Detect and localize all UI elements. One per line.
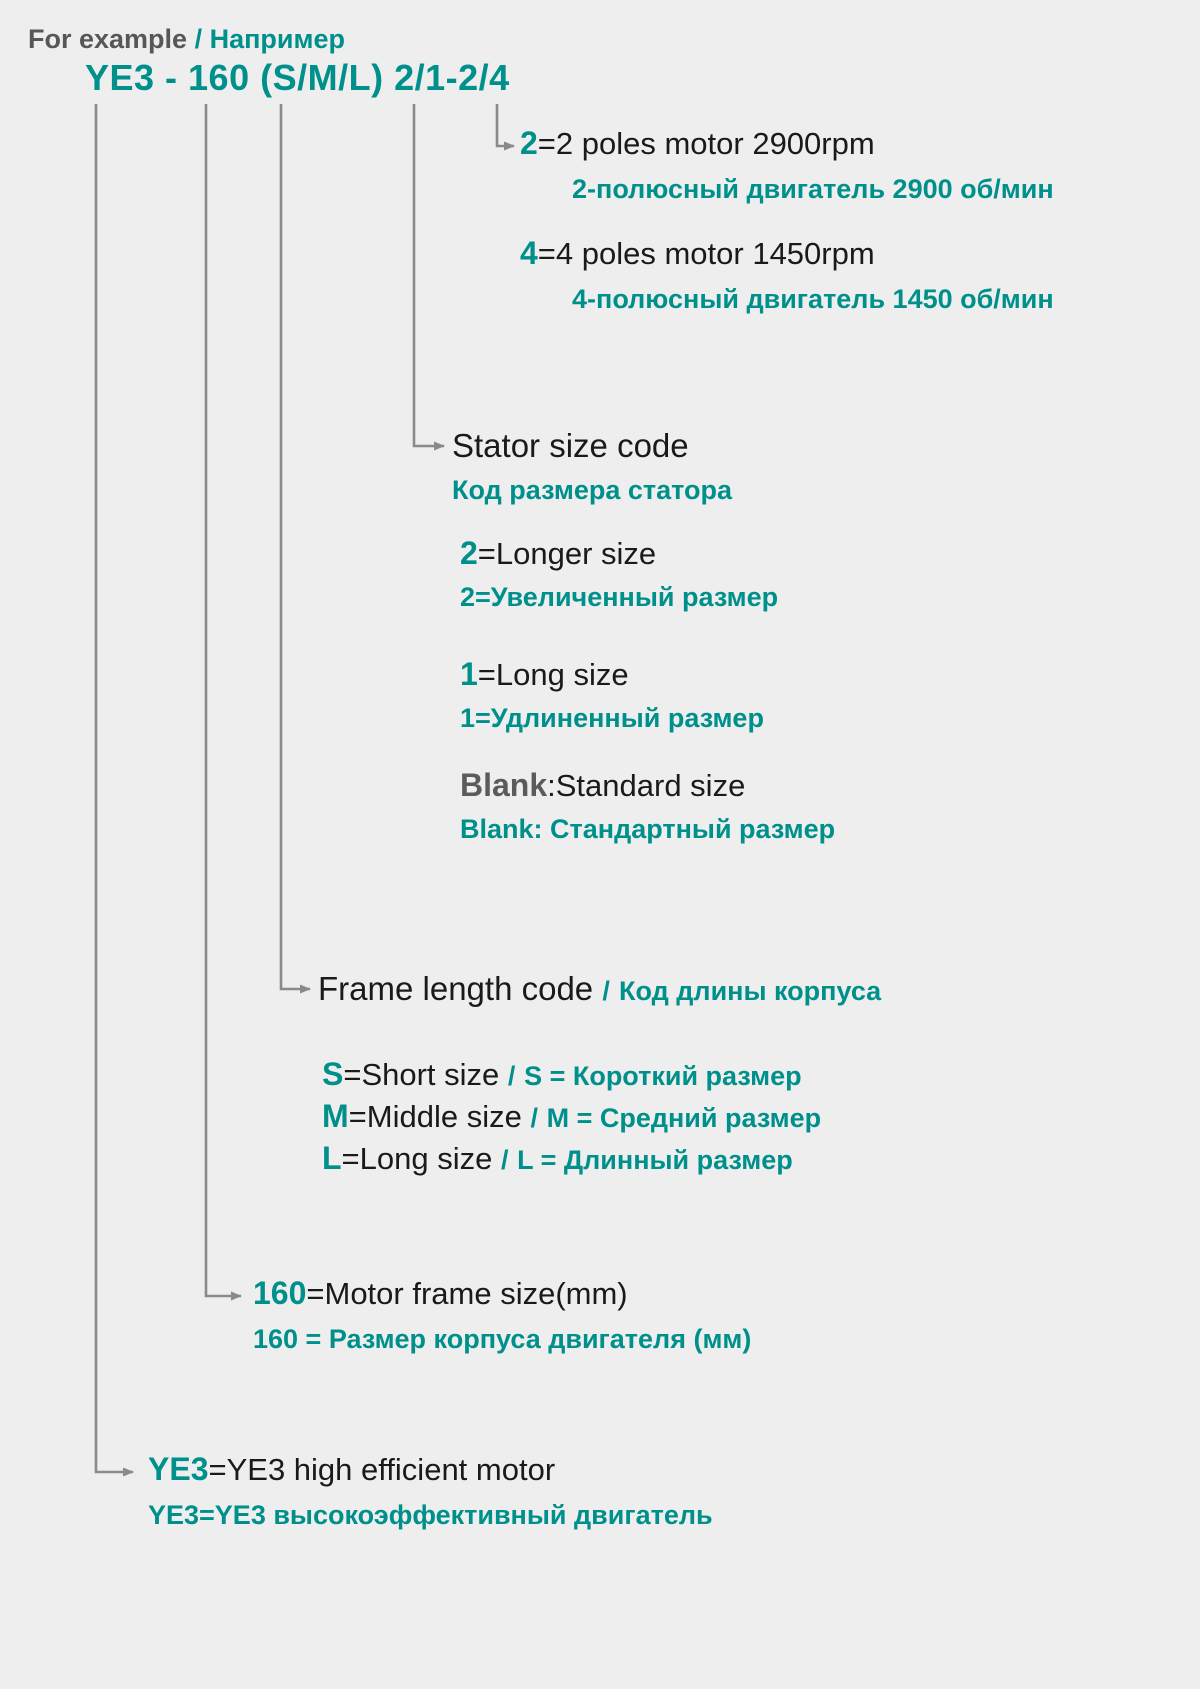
entry-motor-series-ru: YE3=YE3 высокоэффективный двигатель: [148, 1499, 713, 1530]
title-frame-length-code-line: Frame length code / Код длины корпуса: [318, 970, 882, 1008]
entry-pole-4-text: =4 poles motor 1450rpm: [537, 236, 875, 271]
entry-frame-m: M=Middle size / M = Средний размер: [322, 1098, 822, 1135]
entry-frame-m-line: M=Middle size / M = Средний размер: [322, 1098, 822, 1135]
leader-line-pole-count: [495, 104, 515, 151]
example-label-en: For example: [28, 24, 188, 54]
entry-stator-2-ru: 2=Увеличенный размер: [460, 581, 779, 612]
entry-frame-s-text: =Short size: [343, 1057, 500, 1092]
entry-frame-l-key: L: [322, 1140, 342, 1176]
entry-pole-4: 4=4 poles motor 1450rpm 4-полюсный двига…: [520, 235, 1054, 314]
entry-frame-l-text: =Long size: [341, 1141, 493, 1176]
entry-pole-2-key: 2: [520, 125, 538, 161]
entry-frame-s-key: S: [322, 1056, 344, 1092]
entry-pole-2-en: 2=2 poles motor 2900rpm: [520, 125, 1054, 162]
entry-frame-size-key: 160: [253, 1275, 307, 1311]
example-label-ru: Например: [209, 24, 346, 54]
title-frame-length-code-en: Frame length code: [318, 970, 594, 1007]
entry-stator-blank-ru: Blank: Стандартный размер: [460, 813, 836, 844]
entry-frame-s-line: S=Short size / S = Короткий размер: [322, 1056, 802, 1093]
entry-stator-blank-key: Blank: [460, 767, 548, 803]
entry-frame-size-text: =Motor frame size(mm): [306, 1276, 628, 1311]
leader-line-frame-size: [204, 104, 242, 1301]
entry-stator-1-key: 1: [460, 656, 478, 692]
title-frame-length-code-separator: /: [602, 976, 610, 1006]
entry-stator-2-key: 2: [460, 535, 478, 571]
entry-stator-2-text: =Longer size: [477, 536, 657, 571]
entry-frame-size-en: 160=Motor frame size(mm): [253, 1275, 751, 1312]
entry-frame-l-line: L=Long size / L = Длинный размер: [322, 1140, 793, 1177]
entry-stator-1-en: 1=Long size: [460, 656, 764, 693]
example-separator: /: [194, 24, 203, 54]
entry-stator-2: 2=Longer size 2=Увеличенный размер: [460, 535, 779, 612]
entry-frame-l: L=Long size / L = Длинный размер: [322, 1140, 793, 1177]
entry-frame-s-separator: /: [507, 1061, 516, 1091]
entry-stator-blank-text: :Standard size: [547, 768, 746, 803]
leader-line-stator-size: [412, 104, 445, 451]
entry-frame-l-ru: L = Длинный размер: [517, 1145, 793, 1175]
title-stator-size-code-ru: Код размера статора: [452, 474, 732, 505]
entry-frame-size: 160=Motor frame size(mm) 160 = Размер ко…: [253, 1275, 752, 1354]
entry-pole-4-en: 4=4 poles motor 1450rpm: [520, 235, 1054, 272]
leader-line-motor-series: [94, 104, 134, 1477]
entry-frame-l-separator: /: [500, 1145, 509, 1175]
title-frame-length-code-ru: Код длины корпуса: [619, 976, 882, 1006]
entry-frame-m-key: M: [322, 1098, 349, 1134]
entry-frame-m-ru: M = Средний размер: [546, 1103, 822, 1133]
entry-stator-1-text: =Long size: [477, 657, 629, 692]
entry-stator-2-en: 2=Longer size: [460, 535, 778, 572]
title-frame-length-code: Frame length code / Код длины корпуса: [318, 970, 882, 1008]
entry-frame-s-ru: S = Короткий размер: [524, 1061, 802, 1091]
entry-pole-4-ru: 4-полюсный двигатель 1450 об/мин: [572, 283, 1054, 314]
entry-pole-2-text: =2 poles motor 2900rpm: [537, 126, 875, 161]
entry-stator-1: 1=Long size 1=Удлиненный размер: [460, 656, 764, 733]
example-header: For example / Например: [28, 24, 345, 55]
title-stator-size-code-en: Stator size code: [452, 427, 689, 464]
entry-motor-series: YE3=YE3 high efficient motor YE3=YE3 выс…: [148, 1451, 713, 1530]
leader-line-frame-length: [279, 104, 311, 994]
entry-frame-size-ru: 160 = Размер корпуса двигателя (мм): [253, 1323, 752, 1354]
entry-motor-series-key: YE3: [148, 1451, 209, 1487]
entry-pole-4-key: 4: [520, 235, 538, 271]
entry-frame-m-text: =Middle size: [348, 1099, 522, 1134]
entry-stator-blank-en: Blank:Standard size: [460, 767, 835, 804]
entry-frame-s: S=Short size / S = Короткий размер: [322, 1056, 802, 1093]
entry-motor-series-text: =YE3 high efficient motor: [208, 1452, 556, 1487]
entry-frame-m-separator: /: [530, 1103, 538, 1133]
title-stator-size-code: Stator size code Код размера статора: [452, 427, 732, 505]
entry-pole-2-ru: 2-полюсный двигатель 2900 об/мин: [572, 173, 1054, 204]
model-code: YE3 - 160 (S/M/L) 2/1-2/4: [85, 57, 510, 98]
entry-stator-1-ru: 1=Удлиненный размер: [460, 702, 764, 733]
entry-motor-series-en: YE3=YE3 high efficient motor: [148, 1451, 713, 1488]
entry-pole-2: 2=2 poles motor 2900rpm 2-полюсный двига…: [520, 125, 1054, 204]
entry-stator-blank: Blank:Standard size Blank: Стандартный р…: [460, 767, 836, 844]
